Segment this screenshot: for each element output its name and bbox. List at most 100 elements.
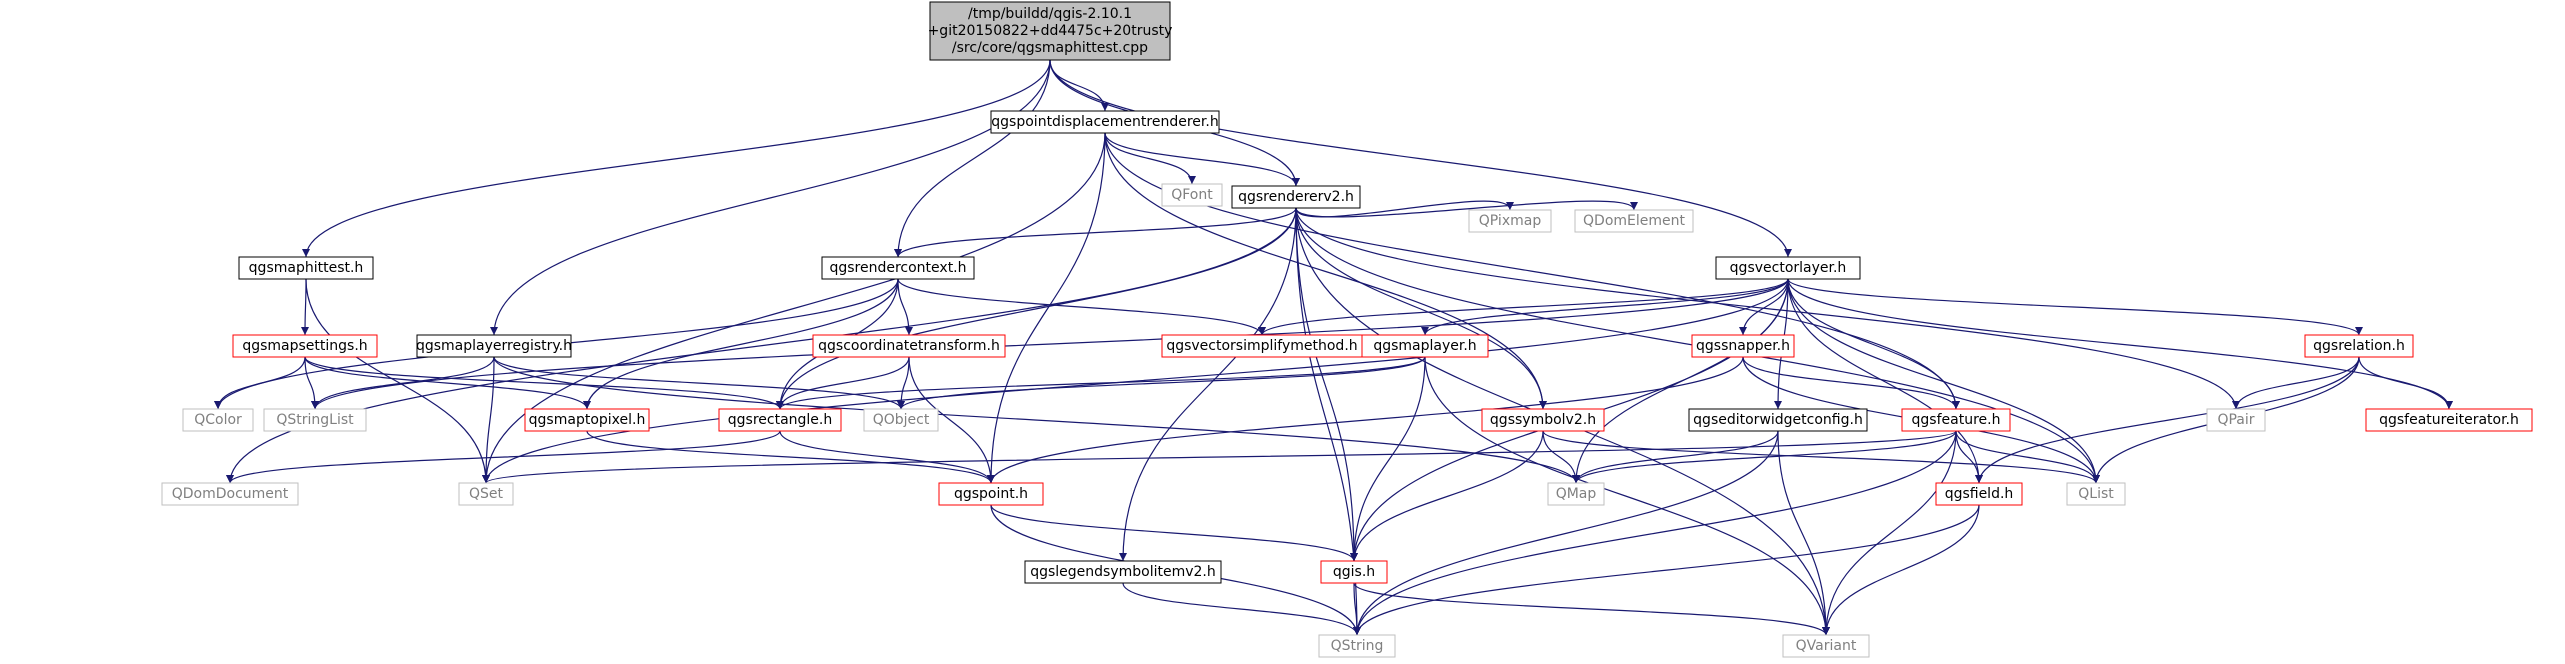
edge-feat-to-qvariant [1822,430,1957,636]
node-rv2[interactable]: qgsrendererv2.h [1231,185,1361,209]
node-rel[interactable]: qgsrelation.h [2304,334,2414,358]
edge-feat-to-qstring [1353,430,1957,636]
node-qstring-box [1318,634,1396,658]
edge-feat-to-qlist [1955,430,2100,484]
node-root[interactable]: /tmp/buildd/qgis-2.10.1+git20150822+dd44… [928,1,1173,61]
node-pdr[interactable]: qgspointdisplacementrenderer.h [990,110,1220,134]
node-sym[interactable]: qgssymbolv2.h [1481,408,1605,432]
node-fi[interactable]: qgsfeatureiterator.h [2365,408,2533,432]
node-snap-label: qgssnapper.h [1696,338,1790,354]
node-rect[interactable]: qgsrectangle.h [718,408,842,432]
edge-ewc-to-qvariant [1777,430,1830,636]
edge-rv2-to-qpair [1295,207,2240,410]
edge-rect-to-pt [779,430,995,484]
node-qsl[interactable]: QStringList [263,408,367,432]
edge-root-to-mlr [490,59,1051,336]
node-qobj[interactable]: QObject [863,408,939,432]
node-gis-box [1320,560,1388,584]
node-vsm-label: qgsvectorsimplifymethod.h [1166,338,1357,354]
node-qobj-box [863,408,939,432]
node-rect-label: qgsrectangle.h [728,412,832,428]
edge-rv2-to-sym [1295,207,1547,410]
node-vl-label: qgsvectorlayer.h [1730,260,1847,276]
edge-ml-to-rect [776,356,1426,410]
node-sym-label: qgssymbolv2.h [1490,412,1596,428]
edge-mset-to-m2p [304,356,591,410]
node-qpixmap[interactable]: QPixmap [1468,209,1552,233]
node-mlr[interactable]: qgsmaplayerregistry.h [416,334,572,358]
node-field[interactable]: qgsfield.h [1935,482,2023,506]
node-mset[interactable]: qgsmapsettings.h [232,334,378,358]
node-qset-box [458,482,514,506]
node-pt[interactable]: qgspoint.h [938,482,1044,506]
node-qvariant[interactable]: QVariant [1782,634,1870,658]
node-qmap[interactable]: QMap [1547,482,1605,506]
node-ct-box [812,334,1006,358]
edge-rv2-to-rctx [894,207,1297,258]
edge-lsi-to-qstring [1122,582,1361,636]
edge-feat-to-qmap [1572,430,1957,484]
node-qpixmap-box [1468,209,1552,233]
node-qset[interactable]: QSet [458,482,514,506]
node-qvariant-box [1782,634,1870,658]
node-mht[interactable]: qgsmaphittest.h [238,256,374,280]
node-ct[interactable]: qgscoordinatetransform.h [812,334,1006,358]
node-mht-label: qgsmaphittest.h [249,260,364,276]
node-gis[interactable]: qgis.h [1320,560,1388,584]
edge-ct-to-pt [908,356,995,484]
edge-ct-to-rect [776,356,910,410]
node-qfont[interactable]: QFont [1161,183,1223,207]
edge-vl-to-feat [1787,278,1960,410]
edge-mlr-to-qobj [493,356,905,410]
node-qdomdoc-label: QDomDocument [172,486,289,502]
node-ewc[interactable]: qgseditorwidgetconfig.h [1688,408,1868,432]
edge-mht-to-qset [305,278,490,484]
node-root-label: /tmp/buildd/qgis-2.10.1 [968,6,1132,22]
node-feat[interactable]: qgsfeature.h [1901,408,2011,432]
edge-vl-to-qlist [1787,278,2100,484]
edge-rel-to-qpair [2232,356,2360,410]
edge-pt-to-gis [990,504,1358,562]
node-qdomel[interactable]: QDomElement [1574,209,1694,233]
edge-pdr-to-sym [1104,132,1547,410]
edge-root-to-rctx [894,59,1051,258]
edge-sym-to-qlist [1542,430,2100,484]
node-vsm[interactable]: qgsvectorsimplifymethod.h [1161,334,1363,358]
node-qstring[interactable]: QString [1318,634,1396,658]
edge-ml-to-qvariant [1424,356,1830,636]
node-ewc-label: qgseditorwidgetconfig.h [1693,412,1863,428]
edge-feat-to-field [1955,430,1983,484]
node-root-box [929,1,1171,61]
edge-gis-to-qstring [1352,582,1361,636]
edge-rv2-to-qpixmap [1295,200,1514,218]
node-qdomdoc-box [161,482,299,506]
node-rel-box [2304,334,2414,358]
node-m2p[interactable]: qgsmaptopixel.h [524,408,650,432]
node-qdomdoc[interactable]: QDomDocument [161,482,299,506]
node-qcolor[interactable]: QColor [182,408,254,432]
edge-mset-to-qcolor [214,356,306,410]
node-pdr-label: qgspointdisplacementrenderer.h [991,114,1218,130]
node-vl-box [1715,256,1861,280]
node-qobj-label: QObject [873,412,930,428]
node-m2p-box [524,408,650,432]
edge-rect-to-qdomdoc [226,430,781,484]
node-field-box [1935,482,2023,506]
node-ml[interactable]: qgsmaplayer.h [1361,334,1489,358]
node-field-label: qgsfield.h [1945,486,2014,502]
node-qlist[interactable]: QList [2066,482,2126,506]
node-feat-label: qgsfeature.h [1912,412,2001,428]
edge-mlr-to-qset [482,356,495,484]
node-ewc-box [1688,408,1868,432]
node-lsi[interactable]: qgslegendsymbolitemv2.h [1024,560,1222,584]
node-rctx[interactable]: qgsrendercontext.h [821,256,975,280]
node-snap[interactable]: qgssnapper.h [1691,334,1795,358]
node-gis-label: qgis.h [1333,564,1375,580]
node-qpair[interactable]: QPair [2206,408,2266,432]
edge-rv2-to-gis [1295,207,1358,562]
node-rel-label: qgsrelation.h [2313,338,2405,354]
edge-rv2-to-rect [776,207,1297,410]
node-pt-label: qgspoint.h [954,486,1028,502]
node-vl[interactable]: qgsvectorlayer.h [1715,256,1861,280]
